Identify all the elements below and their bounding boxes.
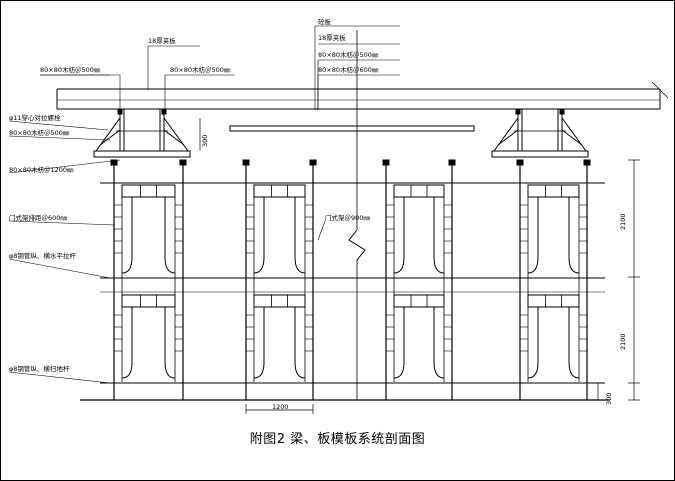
frame-1-jack-right (309, 159, 317, 166)
label-joist-1200: 80×80木枋＠1200㎜ (9, 166, 74, 174)
label-plywood-left: 18厚夹板 (148, 37, 176, 45)
beam-left-brace-left2 (99, 129, 121, 146)
dim-beam-drop: 300 (201, 134, 209, 147)
leader-8 (8, 159, 121, 174)
frame-2-jack-right (448, 159, 456, 166)
slab-primary-ledger (229, 125, 475, 132)
frame-0-level-1-arch-left (121, 307, 133, 379)
frame-0-level-0-arch-right (164, 197, 176, 274)
label-joist-500-left: 80×80木枋＠500㎜ (40, 66, 101, 74)
leader-0 (40, 74, 121, 110)
beam-left-body (123, 108, 161, 152)
leader-9 (8, 220, 116, 226)
frame-0-level-0-arch-left (121, 197, 133, 274)
label-joist-500-beam: 80×80木枋＠500㎜ (170, 66, 231, 74)
leader-12 (8, 371, 111, 384)
center-break (348, 229, 366, 261)
beam-right-bottom-ledger (491, 150, 589, 158)
label-joist-500-center: 80×80木枋＠500㎜ (318, 51, 379, 59)
frame-3-level-0-head (527, 184, 580, 198)
leader-7 (8, 135, 111, 141)
frame-3-level-0-arch-left (527, 197, 539, 274)
beam-left-brace-right2 (163, 129, 185, 146)
beam-left-joist-0 (117, 109, 123, 115)
figure-caption: 附图2 梁、板模板系统剖面图 (249, 432, 426, 447)
frame-2-level-0-arch-right (433, 197, 445, 274)
frame-1-level-1-arch-left (253, 307, 265, 379)
slab-break-mark (651, 81, 669, 99)
label-sweeping-brace: φ8钢管纵、横扫地杆 (9, 365, 70, 373)
label-plywood-center: 18厚夹板 (318, 34, 346, 42)
label-slab: 砼板 (318, 18, 331, 26)
frame-3-level-1-head (527, 294, 580, 308)
label-joist-600-center: 80×80木枋＠600㎜ (318, 66, 379, 74)
frame-1-level-1-head (253, 294, 306, 308)
dim-base-height: 300 (605, 392, 613, 405)
beam-right-joist-0 (515, 109, 521, 115)
dim-frame-width: 1200 (272, 403, 289, 411)
frame-3-jack-right (583, 159, 591, 166)
frame-2-jack-left (382, 159, 390, 166)
leader-11 (8, 258, 111, 279)
frame-2-level-1-arch-right (433, 307, 445, 379)
frame-1-level-0-arch-right (294, 197, 306, 274)
leader-1 (164, 74, 170, 110)
frame-0-level-0-head (121, 184, 176, 198)
beam-right-brace-left (493, 117, 519, 152)
label-frame-spacing-left: 门式架排距＠600㎜ (9, 214, 67, 222)
frame-2-level-0-head (393, 184, 445, 198)
frame-1-jack-left (242, 159, 250, 166)
beam-right-body (521, 108, 559, 152)
frame-2-level-1-arch-left (393, 307, 405, 379)
frame-1-level-1-arch-right (294, 307, 306, 379)
beam-left-brace-right (163, 117, 189, 152)
frame-0-level-1-head (121, 294, 176, 308)
frame-0-jack-left (110, 159, 118, 166)
beam-right-brace-right (561, 117, 587, 152)
beam-left-joist-1 (161, 109, 167, 115)
beam-right-brace-right2 (561, 129, 583, 146)
beam-left-bottom-ledger (93, 150, 191, 158)
frame-1-level-0-head (253, 184, 306, 198)
frame-0-jack-right (179, 159, 187, 166)
frame-3-level-0-arch-right (568, 197, 580, 274)
beam-right-brace-left2 (497, 129, 519, 146)
frame-3-level-1-arch-left (527, 307, 539, 379)
beam-right-joist-1 (559, 109, 565, 115)
label-frame-spacing-center: 门式架＠900㎜ (325, 214, 370, 222)
label-joist-500-side: 80×80木枋＠500㎜ (9, 129, 70, 137)
frame-2-level-0-arch-left (393, 197, 405, 274)
label-longitudinal-brace: φ8钢管纵、横水平拉杆 (9, 252, 76, 260)
beam-left-brace-left (95, 117, 121, 152)
label-tie-bolt: φ11穿心对拉螺栓 (9, 114, 61, 122)
frame-2-level-1-head (393, 294, 445, 308)
frame-1-level-0-arch-left (253, 197, 265, 274)
frame-0-level-1-arch-right (164, 307, 176, 379)
dim-frame-height-lower: 2100 (619, 333, 627, 350)
leader-6 (8, 120, 109, 131)
frame-3-jack-left (516, 159, 524, 166)
dim-frame-height-upper: 2100 (619, 213, 627, 230)
leader-10 (317, 220, 326, 241)
frame-3-level-1-arch-right (568, 307, 580, 379)
